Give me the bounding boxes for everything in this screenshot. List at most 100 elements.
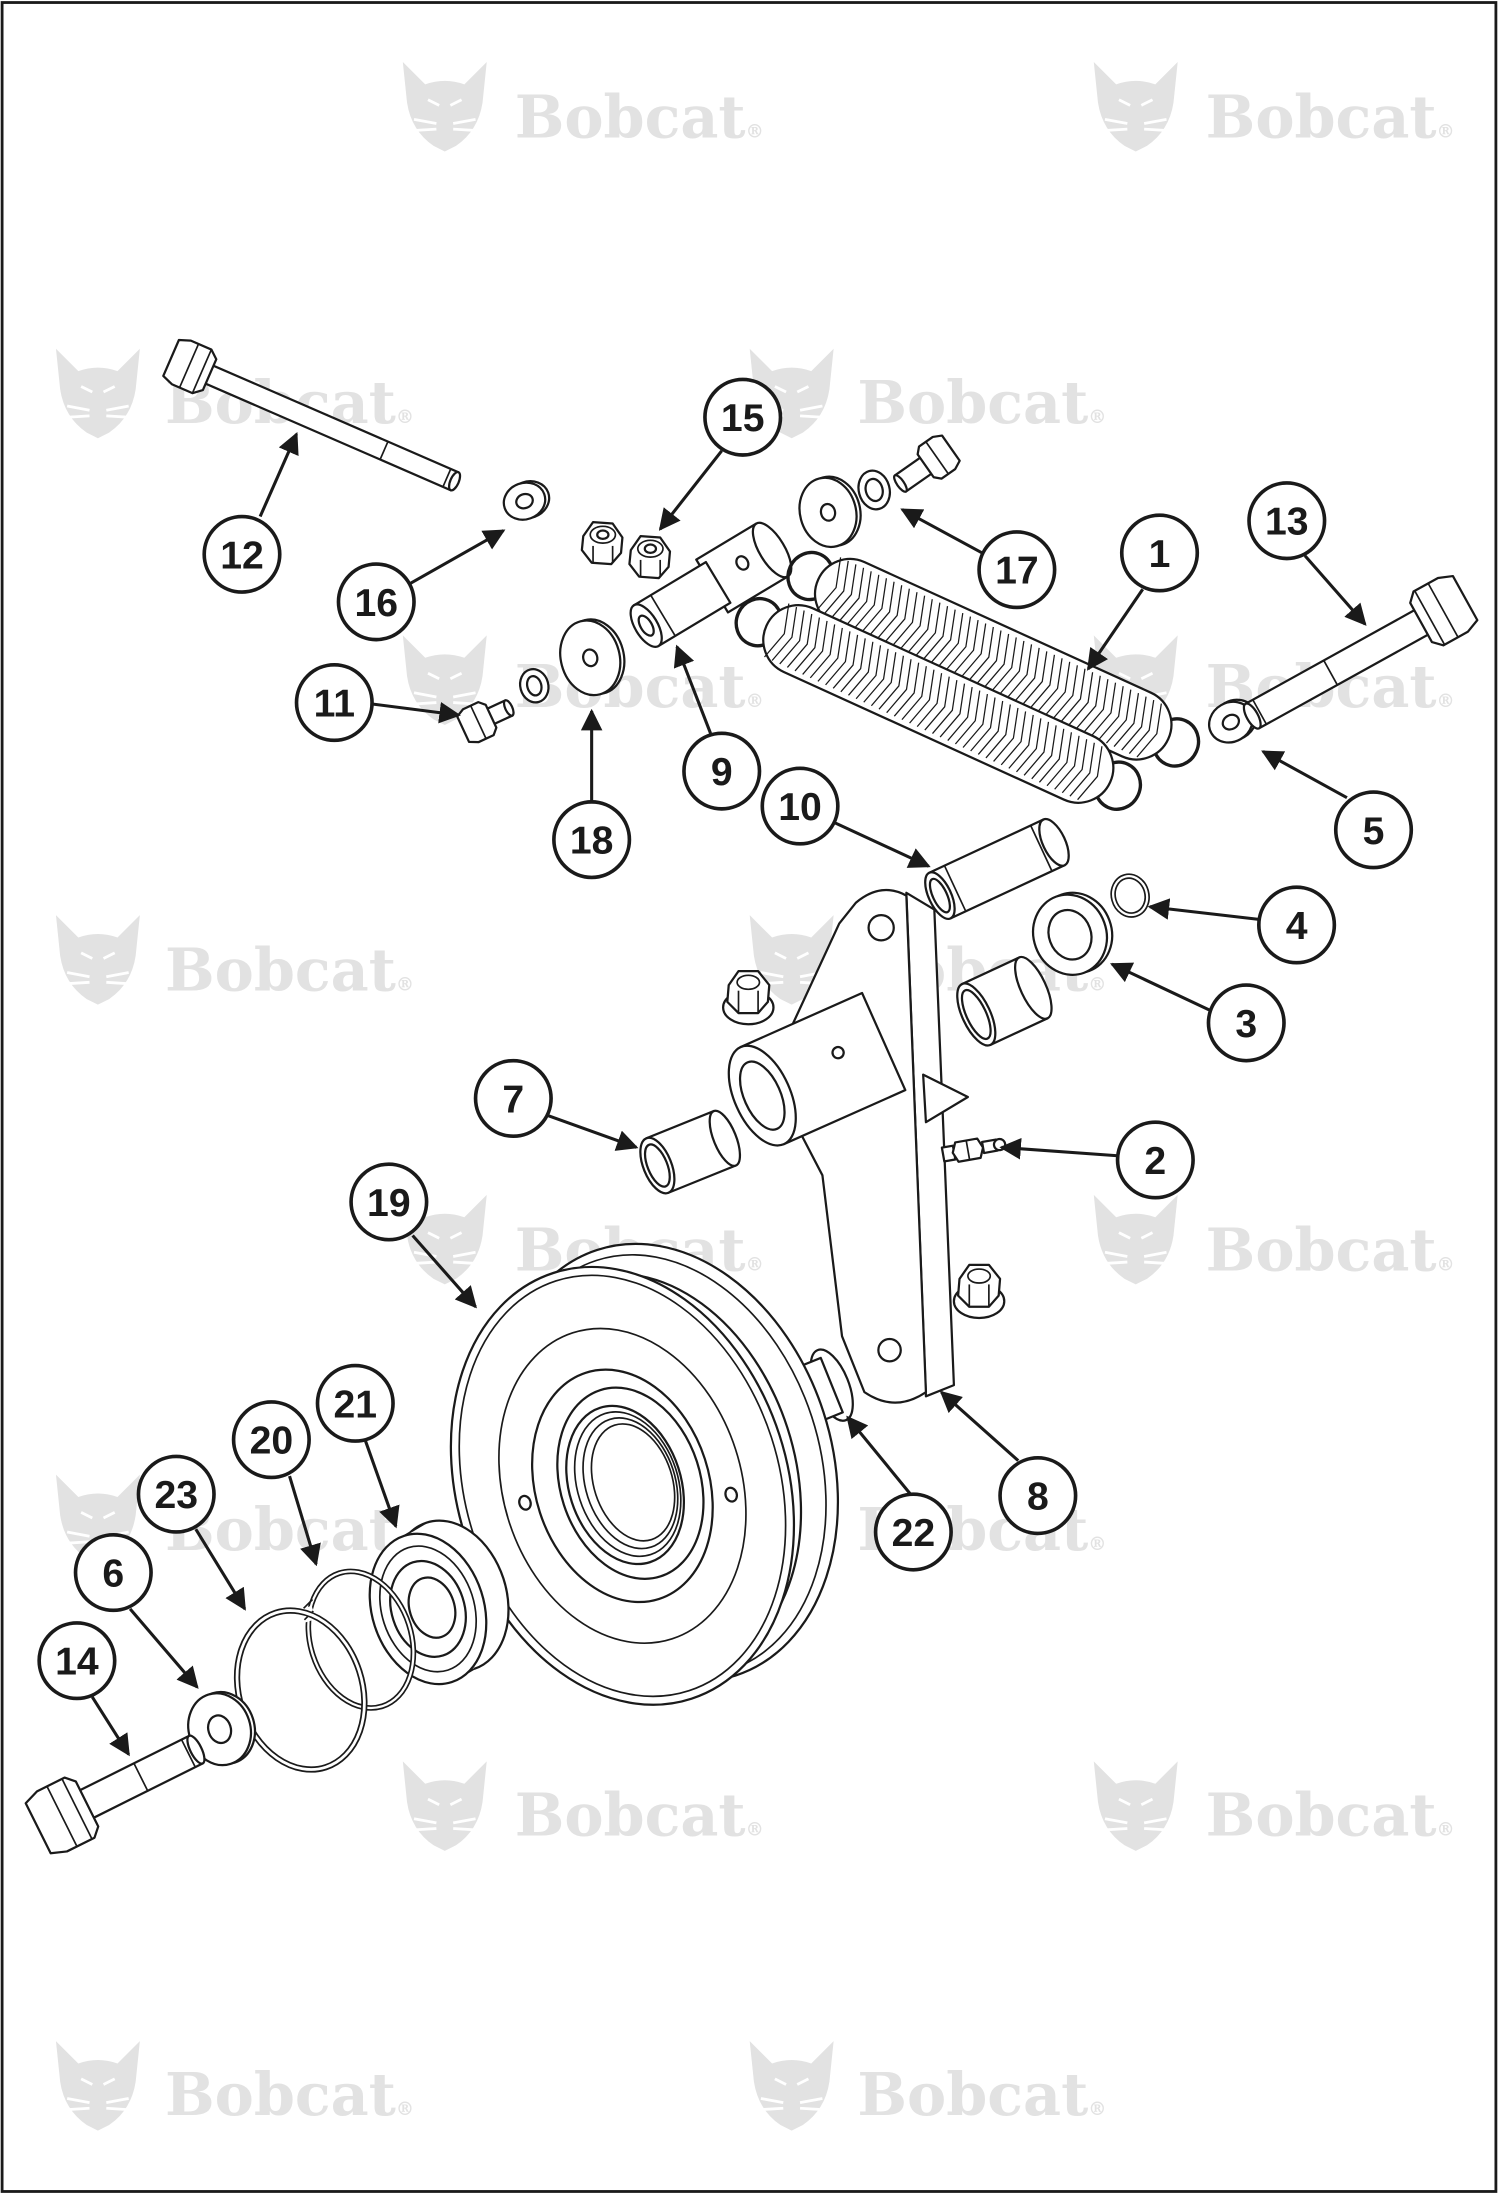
leader-6	[128, 1607, 199, 1689]
snap-ring	[1110, 873, 1150, 918]
callout-22: 22	[873, 1492, 953, 1572]
watermark-logo: Bobcat®	[402, 1761, 764, 1851]
watermark-logo: Bobcat®	[55, 2041, 414, 2131]
callout-label: 3	[1235, 1003, 1257, 1046]
callout-7: 7	[473, 1058, 553, 1138]
leader-14	[91, 1696, 130, 1757]
callout-13: 13	[1247, 481, 1327, 561]
callout-8: 8	[998, 1456, 1078, 1536]
leader-arrows	[91, 432, 1367, 1757]
watermark-text: Bobcat®	[515, 82, 764, 151]
leader-13	[1303, 554, 1367, 626]
leader-7	[546, 1113, 639, 1151]
lock-washer	[518, 668, 550, 704]
callout-label: 16	[354, 582, 398, 625]
bolt	[1242, 574, 1479, 730]
callouts: 1 2 3 4 5 6 7 8 9 10 11 12 13 14 15 16 1…	[37, 377, 1414, 1701]
callout-label: 15	[721, 397, 765, 440]
callout-6: 6	[73, 1532, 153, 1613]
arm-hub	[727, 991, 907, 1147]
leader-10	[834, 821, 931, 868]
leader-16	[409, 529, 506, 586]
watermark-text: Bobcat®	[857, 2060, 1106, 2129]
leader-12	[258, 432, 299, 518]
callout-3: 3	[1206, 983, 1286, 1063]
long-bolt	[162, 338, 462, 492]
watermark-text: Bobcat®	[165, 2060, 414, 2129]
watermark-text: Bobcat®	[165, 936, 414, 1005]
watermark-logo: Bobcat®	[749, 348, 1106, 439]
callout-2: 2	[1115, 1120, 1195, 1200]
callout-11: 11	[294, 662, 374, 743]
callout-label: 11	[314, 683, 355, 726]
washer	[798, 475, 862, 549]
leader-4	[1147, 898, 1259, 921]
callout-label: 17	[995, 550, 1039, 593]
leader-3	[1110, 962, 1211, 1012]
lock-washer	[857, 469, 892, 511]
bearing	[368, 1519, 510, 1686]
leader-21	[363, 1439, 400, 1529]
callout-16: 16	[336, 562, 416, 642]
watermark-text: Bobcat®	[857, 368, 1106, 437]
leader-5	[1261, 750, 1348, 800]
watermark-text: Bobcat®	[515, 1781, 764, 1850]
callout-label: 2	[1144, 1140, 1166, 1183]
callout-label: 10	[778, 786, 822, 829]
watermark-logo: Bobcat®	[55, 915, 414, 1005]
callout-17: 17	[977, 530, 1057, 610]
leader-23	[194, 1528, 247, 1611]
leader-9	[673, 644, 712, 734]
leader-19	[411, 1234, 477, 1309]
callout-15: 15	[703, 377, 783, 457]
callout-label: 5	[1363, 810, 1385, 853]
leader-11	[371, 701, 461, 724]
washer	[187, 1690, 257, 1767]
callout-10: 10	[760, 766, 840, 846]
callout-4: 4	[1257, 885, 1337, 965]
bushing	[956, 955, 1053, 1047]
callout-label: 9	[711, 751, 733, 794]
watermark-text: Bobcat®	[1206, 1781, 1455, 1850]
leader-1	[1086, 588, 1145, 671]
callout-label: 8	[1027, 1476, 1049, 1519]
callout-12: 12	[202, 514, 282, 594]
bolt	[893, 434, 961, 493]
leader-15	[658, 449, 723, 531]
watermark-text: Bobcat®	[1206, 82, 1455, 151]
watermark-logo: Bobcat®	[749, 2041, 1106, 2131]
callout-14: 14	[37, 1621, 117, 1701]
callout-21: 21	[315, 1363, 395, 1443]
callout-label: 23	[154, 1474, 198, 1517]
callout-23: 23	[136, 1454, 216, 1534]
callout-label: 12	[220, 534, 264, 577]
leader-20	[288, 1475, 321, 1567]
flange-nut	[952, 1263, 1006, 1320]
idler-arm	[727, 888, 970, 1404]
callout-label: 20	[250, 1420, 294, 1463]
extension-spring	[734, 596, 1143, 811]
watermark-logo: Bobcat®	[1093, 1194, 1455, 1284]
callout-label: 1	[1149, 533, 1171, 576]
grease-fitting	[940, 1137, 1007, 1163]
watermark-logo: Bobcat®	[402, 61, 764, 151]
bushing	[639, 1109, 742, 1195]
watermark-logo: Bobcat®	[1093, 61, 1455, 151]
callout-19: 19	[349, 1162, 429, 1242]
callout-20: 20	[231, 1400, 311, 1480]
watermark-logo: Bobcat®	[55, 1474, 414, 1564]
callout-9: 9	[682, 731, 762, 811]
callout-label: 4	[1286, 905, 1308, 948]
bushing	[924, 817, 1070, 921]
bolt	[24, 1734, 206, 1855]
leader-22	[846, 1415, 912, 1496]
bolt	[456, 699, 515, 744]
leader-8	[939, 1390, 1020, 1462]
leader-17	[900, 508, 986, 556]
washer	[559, 618, 626, 697]
callout-label: 7	[502, 1078, 524, 1121]
hex-nut	[628, 535, 672, 580]
hex-nut	[580, 521, 624, 566]
